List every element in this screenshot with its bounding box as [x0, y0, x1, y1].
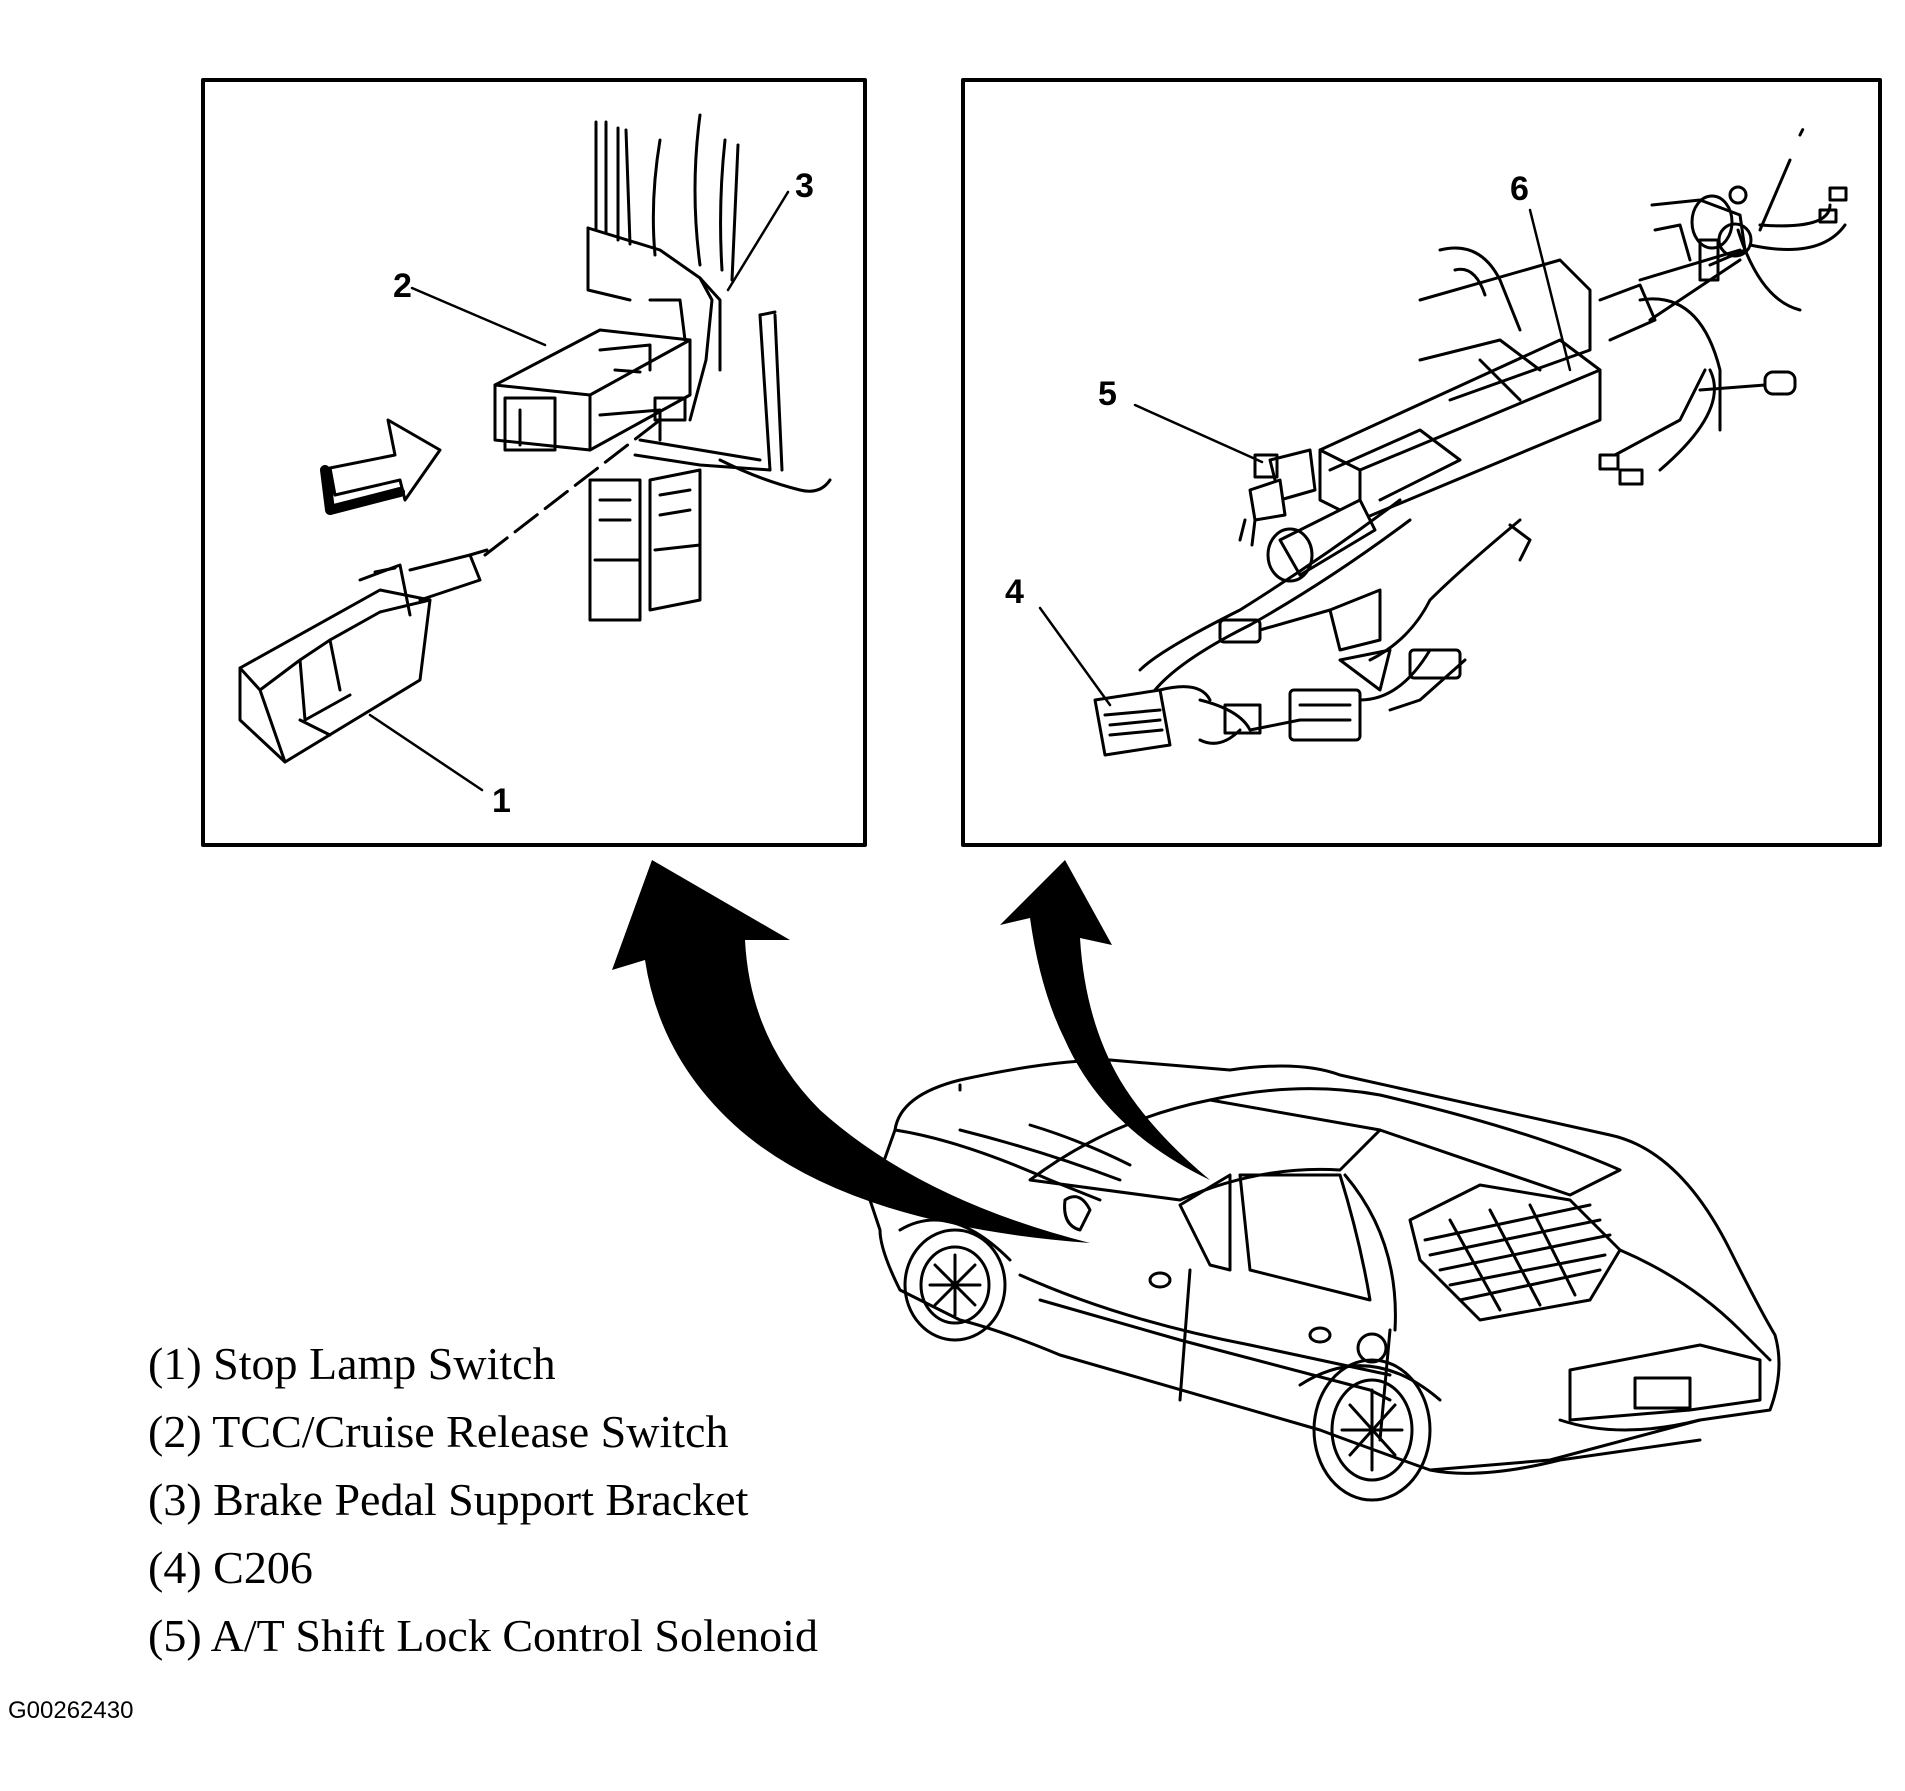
legend-item-5: (5) A/T Shift Lock Control Solenoid	[148, 1610, 818, 1661]
alignment-line	[483, 418, 662, 557]
turn-signal-harness	[1598, 123, 1848, 486]
leader-line-6	[1528, 208, 1572, 372]
switch-connectors	[588, 310, 832, 622]
leader-line-5	[1133, 403, 1264, 464]
stop-lamp-switch	[238, 548, 489, 764]
locator-arrow-right	[1000, 860, 1210, 1180]
callout-6: 6	[1510, 170, 1529, 208]
leader-line-1	[368, 713, 484, 792]
legend-item-4: (4) C206	[148, 1542, 313, 1593]
vehicle-illustration	[868, 1058, 1781, 1502]
callout-4: 4	[1005, 573, 1024, 611]
brake-pedal-support-bracket	[586, 113, 740, 422]
leader-line-3	[726, 190, 790, 292]
steering-column	[1266, 223, 1742, 583]
legend-item-1: (1) Stop Lamp Switch	[148, 1338, 556, 1389]
tcc-cruise-release-switch	[493, 298, 692, 452]
parts-legend: (1) Stop Lamp Switch (2) TCC/Cruise Rele…	[148, 1330, 818, 1670]
figure-id: G00262430	[8, 1697, 134, 1724]
shift-lock-solenoid	[1238, 448, 1317, 547]
right-inset-panel	[961, 78, 1882, 847]
callout-5: 5	[1098, 375, 1117, 413]
legend-item-3: (3) Brake Pedal Support Bracket	[148, 1474, 749, 1525]
c206-connector	[1093, 685, 1212, 757]
locator-arrow-left	[612, 860, 1090, 1243]
callout-3: 3	[795, 167, 814, 205]
installation-direction-arrow	[320, 418, 442, 515]
callout-2: 2	[393, 267, 412, 305]
left-inset-panel	[201, 78, 867, 847]
callout-1: 1	[492, 782, 511, 820]
leader-line-2	[410, 286, 547, 347]
legend-item-2: (2) TCC/Cruise Release Switch	[148, 1406, 729, 1457]
leader-line-4	[1038, 606, 1112, 707]
instrument-panel-harness	[1138, 498, 1532, 745]
